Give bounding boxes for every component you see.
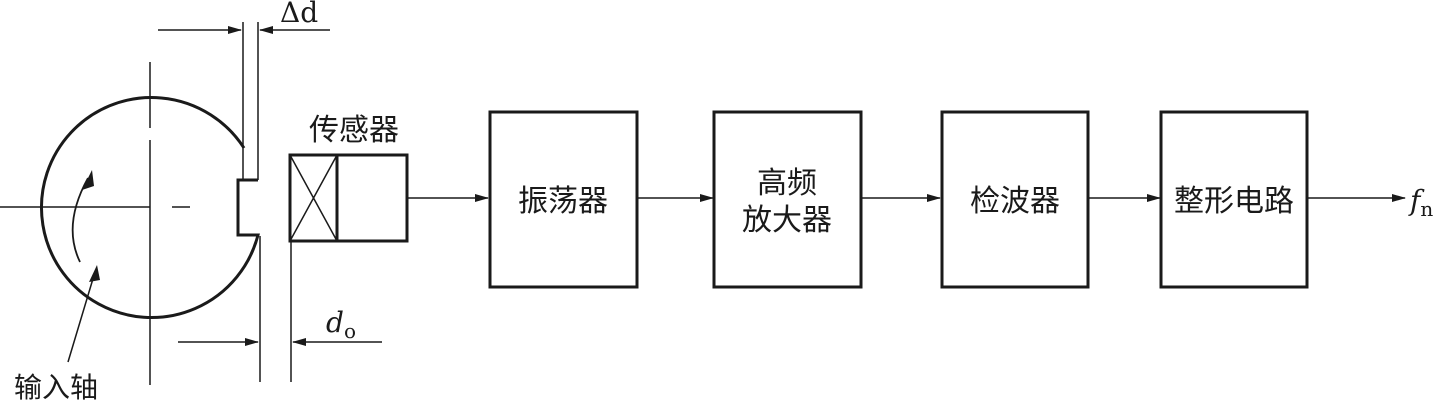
- shaping-circuit-block: 整形电路: [1159, 110, 1309, 289]
- shaft-leader-arrow-icon: [89, 265, 100, 282]
- output-label: fn: [1408, 184, 1433, 221]
- hf-amplifier-label-line2: 放大器: [742, 203, 832, 238]
- sensor-label: 传感器: [309, 113, 399, 148]
- input-shaft-disc: [40, 96, 260, 319]
- hf-amplifier-block: 高频 放大器: [712, 110, 863, 289]
- shaft-leader-line: [67, 271, 96, 363]
- detector-block: 检波器: [940, 110, 1090, 289]
- rotation-arrow-icon: [71, 170, 94, 263]
- delta-d-label: Δd: [280, 0, 318, 29]
- shaping-circuit-label: 整形电路: [1174, 184, 1294, 219]
- oscillator-block: 振荡器: [488, 110, 639, 289]
- sensor-body: [288, 153, 409, 243]
- shaft-label: 输入轴: [14, 371, 98, 402]
- hf-amplifier-label-line1: 高频: [757, 166, 817, 201]
- center-lines: [0, 62, 190, 385]
- delta-d-dimension: [158, 22, 330, 180]
- oscillator-label: 振荡器: [518, 184, 608, 219]
- d0-dimension: [178, 236, 382, 382]
- d0-label: do: [326, 306, 356, 343]
- detector-label: 检波器: [970, 184, 1060, 219]
